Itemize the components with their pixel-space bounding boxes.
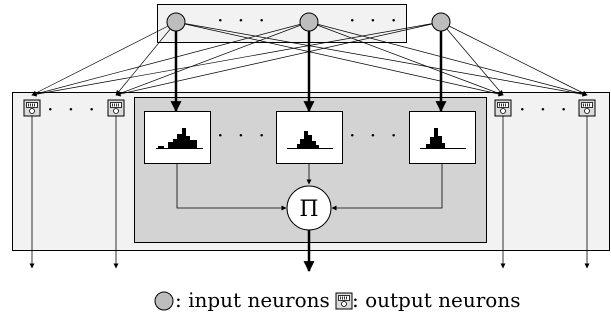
input-neuron-icon: [299, 12, 319, 32]
input-neuron-icon: [154, 291, 174, 311]
legend-output-label: : output neurons: [352, 288, 520, 312]
histogram-product-connections: [176, 164, 443, 211]
input-ellipsis-right: · · ·: [349, 8, 401, 32]
output-arrows: [29, 116, 590, 269]
histogram-ellipsis-left: · · ·: [217, 123, 269, 147]
histogram-icon: [144, 111, 211, 164]
legend: : input neurons : output neurons: [154, 288, 520, 312]
histogram-icon: [276, 111, 343, 164]
product-symbol: Π: [299, 197, 318, 222]
histogram-icon: [409, 111, 476, 164]
input-histogram-connections: [170, 31, 447, 113]
input-neuron-icon: [431, 12, 451, 32]
legend-input-label: : input neurons: [175, 288, 330, 312]
output-ellipsis-right: · · ·: [519, 97, 571, 121]
output-neuron-icon: [578, 99, 596, 117]
histogram-ellipsis-right: · · ·: [349, 123, 401, 147]
output-neuron-icon: [494, 99, 512, 117]
input-neuron-icon: [166, 12, 186, 32]
output-ellipsis-left: · · ·: [47, 97, 99, 121]
input-layer-box: [157, 4, 407, 43]
output-neuron-icon: [107, 99, 125, 117]
product-operator-icon: Π: [286, 185, 332, 231]
input-output-connections: [31, 21, 588, 97]
output-neuron-icon: [335, 292, 353, 310]
input-ellipsis-left: · · ·: [217, 8, 269, 32]
output-neuron-icon: [23, 99, 41, 117]
